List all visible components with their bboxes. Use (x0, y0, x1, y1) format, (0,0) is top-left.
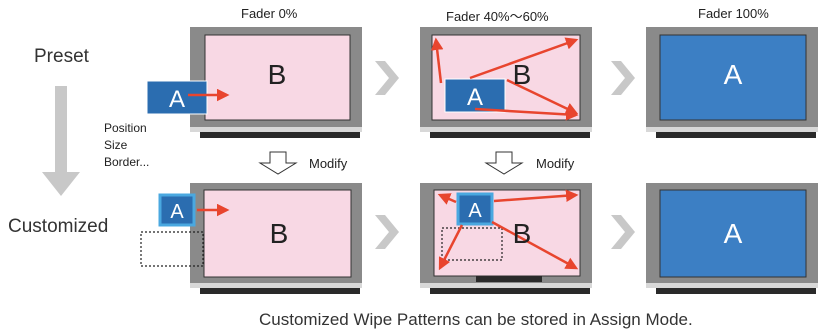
motion-arrow (430, 37, 444, 84)
flow-arrow (611, 61, 635, 95)
flow-arrow (375, 215, 399, 249)
motion-arrow (493, 189, 579, 203)
monitor-preset-fader-100 (646, 27, 818, 138)
source-a-label: A (169, 86, 185, 113)
source-b-label: B (513, 218, 532, 249)
source-a-label: A (724, 218, 743, 249)
modify-label: Modify (536, 156, 575, 171)
monitor-preset-fader-0 (190, 27, 362, 138)
modifiable-properties-list: Position Size Border... (104, 120, 149, 171)
row-label-preset: Preset (34, 46, 89, 67)
source-a-box-custom-0 (158, 193, 196, 227)
column-header-fader-100: Fader 100% (698, 6, 769, 21)
preset-to-customized-arrow (42, 86, 80, 196)
source-a-box-preset-50 (444, 78, 506, 113)
row-label-customized: Customized (8, 216, 109, 237)
source-a-label: A (724, 59, 743, 90)
source-b-label: B (513, 59, 532, 90)
monitor-customized-fader-0 (190, 183, 362, 294)
property-size: Size (104, 138, 128, 152)
column-header-fader-0: Fader 0% (241, 6, 298, 21)
modify-label: Modify (309, 156, 348, 171)
property-border: Border... (104, 155, 150, 169)
source-a-box-preset-0 (146, 80, 208, 115)
modify-arrow (484, 151, 524, 175)
source-a-box-custom-50 (456, 192, 494, 226)
property-position: Position (104, 121, 147, 135)
source-a-label: A (467, 84, 483, 111)
source-a-label: A (468, 200, 482, 222)
source-b-label: B (270, 218, 289, 249)
caption: Customized Wipe Patterns can be stored i… (259, 310, 693, 329)
modify-arrow (258, 151, 298, 175)
motion-arrow (474, 107, 579, 121)
source-b-label: B (268, 59, 287, 90)
original-position-outline (441, 227, 503, 261)
motion-arrow (491, 220, 579, 270)
source-a-label: A (170, 201, 184, 223)
motion-arrow (437, 193, 457, 205)
motion-arrow (469, 37, 579, 80)
column-header-fader-40-60: Fader 40%～60% (446, 9, 549, 24)
flow-arrow (611, 215, 635, 249)
motion-arrow (438, 224, 464, 271)
flow-arrow (375, 61, 399, 95)
motion-arrow (506, 78, 579, 115)
monitor-customized-fader-100 (646, 183, 818, 294)
